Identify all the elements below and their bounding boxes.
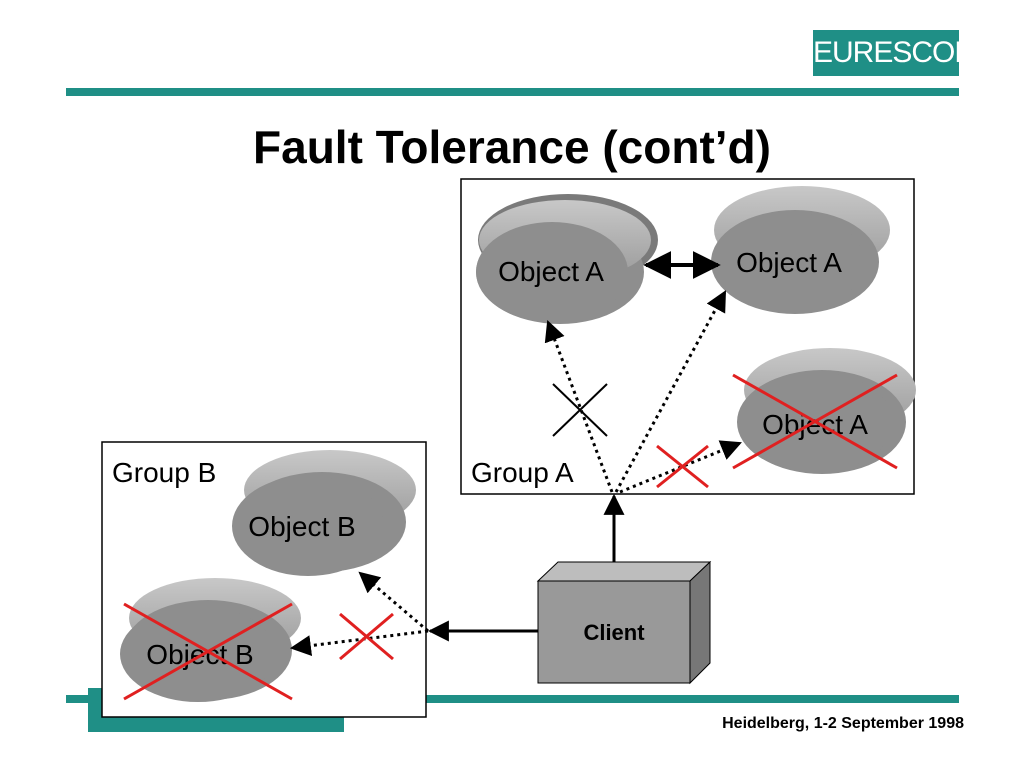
object-a-1: Object A: [476, 194, 658, 324]
object-a-2: Object A: [711, 186, 890, 314]
failed-request-cross-b: [339, 612, 394, 661]
failed-object-a-cross: [732, 373, 898, 470]
object-a-1-label: Object A: [498, 256, 604, 287]
request-to-object-a-2: [614, 290, 727, 493]
eurescom-logo: EURESCOM: [813, 30, 979, 76]
request-to-object-b-2: [289, 629, 429, 657]
object-b-1: Object B: [232, 450, 416, 576]
object-b-1-label: Object B: [248, 511, 355, 542]
request-to-object-b-1: [358, 571, 429, 633]
object-a-3-label: Object A: [762, 409, 868, 440]
top-rule: [66, 88, 959, 96]
failed-object-b-cross: [123, 602, 293, 701]
request-to-object-a-1: [544, 320, 614, 493]
object-a-2-label: Object A: [736, 247, 842, 278]
group-a-label: Group A: [471, 457, 574, 488]
client-box: Client: [536, 560, 712, 685]
failed-request-cross-a: [656, 444, 709, 489]
client-label: Client: [583, 620, 645, 645]
blocked-request-cross: [552, 383, 608, 437]
bottom-rule: [66, 695, 959, 703]
footer-location-date: Heidelberg, 1-2 September 1998: [722, 715, 964, 732]
group-b-label: Group B: [112, 457, 216, 488]
slide-title: Fault Tolerance (cont’d): [253, 121, 771, 173]
